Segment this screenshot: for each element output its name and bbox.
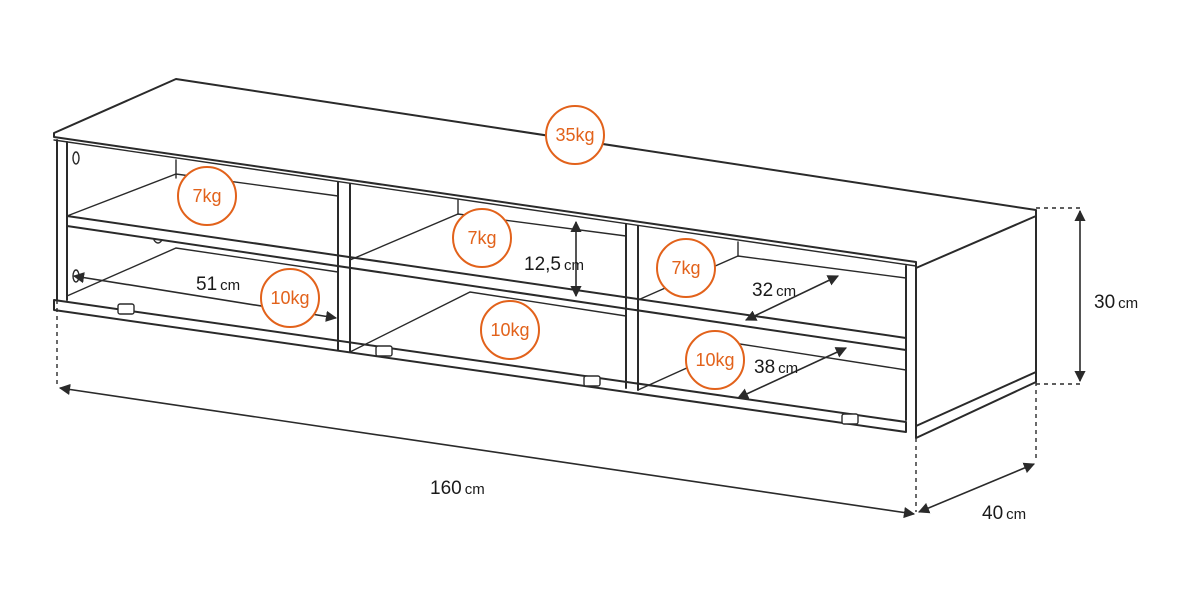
screw-hole [72,151,80,165]
divider-right [625,223,639,391]
weight-badge-upper-left: 7kg [177,166,237,226]
width-dimension-arrow [58,383,916,519]
svg-text:7kg: 7kg [467,228,496,248]
svg-text:7kg: 7kg [671,258,700,278]
weight-badge-lower-middle: 10kg [480,300,540,360]
weight-badge-lower-right: 10kg [685,330,745,390]
dimension-lines [56,207,1086,519]
weight-badges: 35kg 7kg 7kg 7kg 10kg 10kg 10kg [177,105,745,390]
top-panel [53,78,1037,269]
depth-dimension-arrow [917,462,1036,514]
bottom-panel-right [915,371,1037,427]
hinge [117,303,135,315]
weight-badge-lower-left: 10kg [260,268,320,328]
weight-badge-top: 35kg [545,105,605,165]
divider-left [337,181,351,353]
hinge [375,345,393,357]
weight-badge-upper-right: 7kg [656,238,716,298]
top-panel-front-edge [53,139,917,267]
svg-text:10kg: 10kg [490,320,529,340]
back-panel-edge [175,159,739,257]
svg-text:10kg: 10kg [270,288,309,308]
svg-text:10kg: 10kg [695,350,734,370]
right-side-panel [905,215,1037,439]
svg-text:35kg: 35kg [555,125,594,145]
shelf-depth-upper-arrow [744,275,840,321]
cable-hole [153,239,163,244]
hinge [841,413,859,425]
left-side-panel [56,139,68,301]
svg-text:7kg: 7kg [192,186,221,206]
shelf-depth-lower-arrow [736,347,848,399]
hinge [583,375,601,387]
weight-badge-upper-middle: 7kg [452,208,512,268]
